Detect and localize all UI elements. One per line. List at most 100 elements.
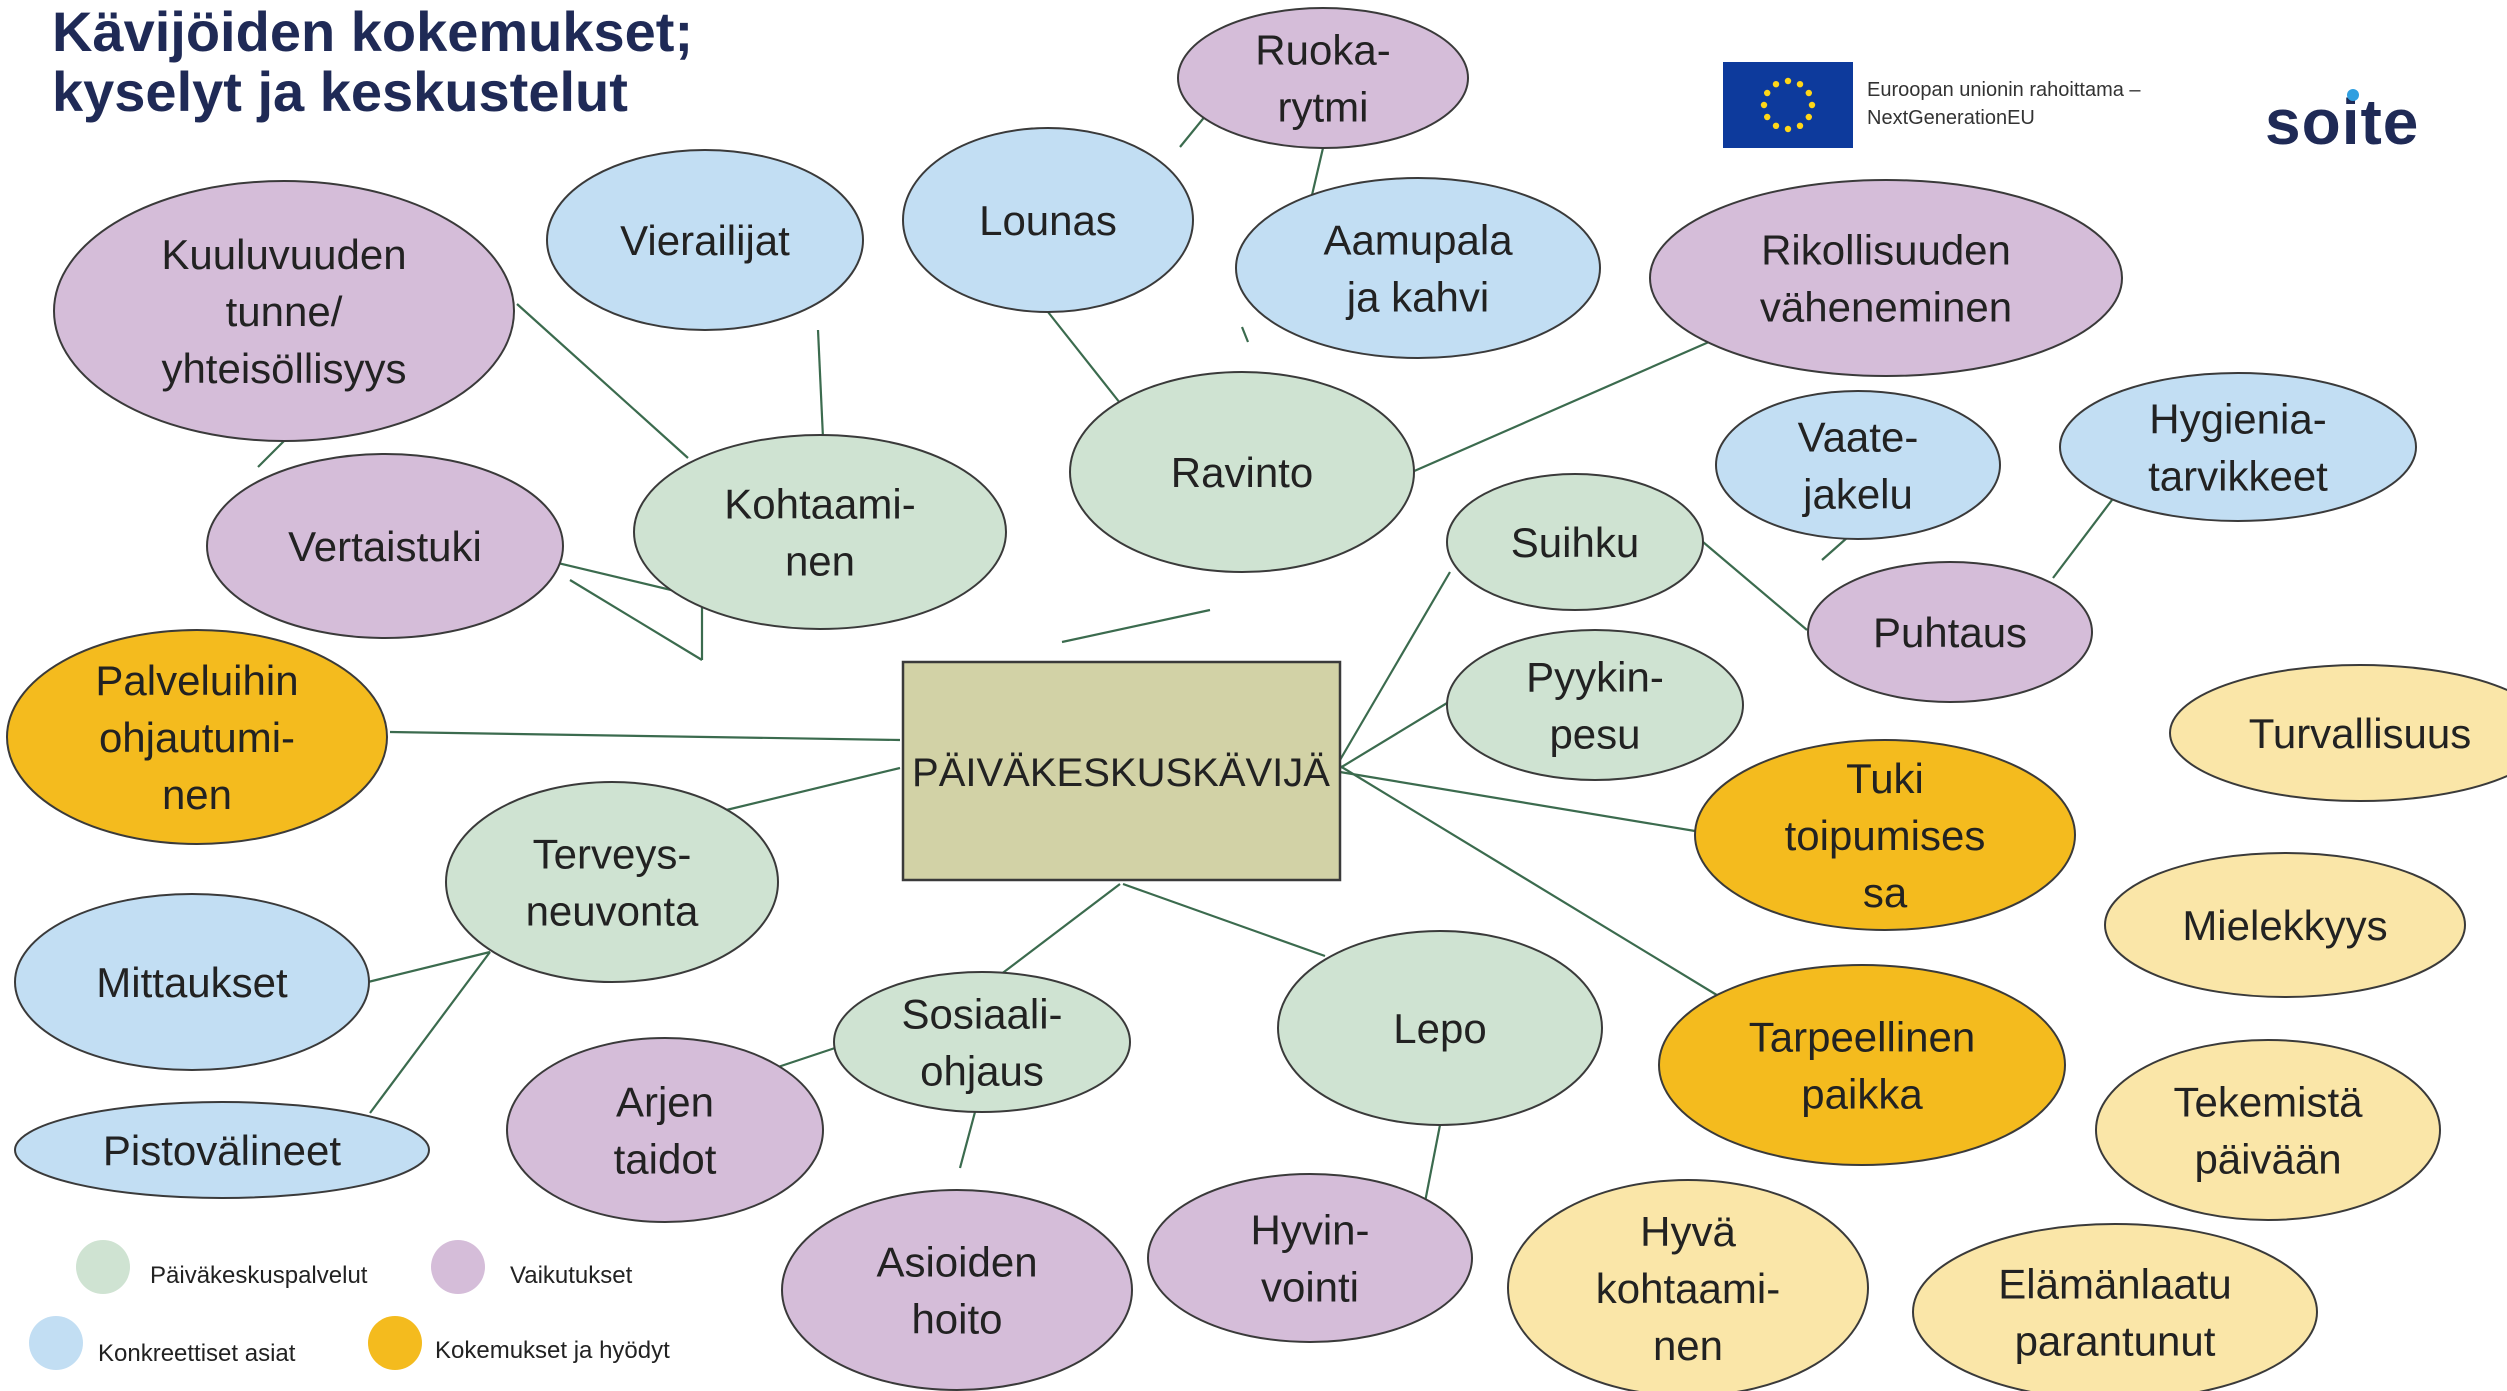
- node-kohtaaminen: Kohtaami-nen: [633, 434, 1007, 630]
- node-lepo: Lepo: [1277, 930, 1603, 1126]
- node-ravinto: Ravinto: [1069, 371, 1415, 573]
- node-ellipse: [1277, 930, 1603, 1126]
- node-ellipse: [902, 127, 1194, 313]
- node-label: väheneminen: [1760, 284, 2012, 331]
- node-ellipse: [833, 971, 1131, 1113]
- node-label: Mielekkyys: [2182, 902, 2387, 949]
- node-label: paikka: [1801, 1071, 1923, 1118]
- legend-label: Konkreettiset asiat: [98, 1340, 296, 1367]
- node-label: Tarpeellinen: [1749, 1014, 1976, 1061]
- node-label: Vaate-: [1798, 414, 1919, 461]
- node-ellipse: [1147, 1173, 1473, 1343]
- node-label: Pyykin-: [1526, 654, 1664, 701]
- node-ellipse: [1177, 7, 1469, 149]
- node-puhtaus: Puhtaus: [1807, 561, 2093, 703]
- node-ellipse: [445, 781, 779, 983]
- node-label: Mittaukset: [96, 959, 288, 1006]
- legend-swatch: [368, 1316, 422, 1370]
- node-label: Arjen: [616, 1079, 714, 1126]
- node-ellipse: [2059, 372, 2417, 522]
- node-label: ja kahvi: [1345, 274, 1489, 321]
- node-label: neuvonta: [526, 888, 699, 935]
- connector-line: [816, 329, 825, 439]
- node-ellipse: [1235, 177, 1601, 359]
- center-label: PÄIVÄKESKUSKÄVIJÄ: [912, 751, 1330, 795]
- node-ellipse: [633, 434, 1007, 630]
- node-label: toipumises: [1785, 812, 1986, 859]
- legend: Päiväkeskuspalvelut VaikutuksetKonkreetti…: [29, 1240, 670, 1370]
- node-tuki: Tuki toipumises sa: [1694, 739, 2076, 931]
- eu-funding-block: Euroopan unionin rahoittama – NextGenera…: [1723, 62, 2141, 148]
- legend-item: Kokemukset ja hyödyt: [368, 1316, 670, 1370]
- node-hygienia: Hygienia-tarvikkeet: [2059, 372, 2417, 522]
- node-ellipse: [6, 629, 388, 845]
- node-ellipse: [2104, 852, 2466, 998]
- legend-label: Kokemukset ja hyödyt: [435, 1337, 670, 1364]
- connector-line: [1702, 541, 1808, 631]
- node-label: Puhtaus: [1873, 609, 2027, 656]
- node-ellipse: [1694, 739, 2076, 931]
- connector-line: [1423, 1124, 1442, 1203]
- legend-label: Päiväkeskuspalvelut: [150, 1262, 368, 1289]
- node-ellipse: [14, 1101, 430, 1199]
- eu-text-line-2: NextGenerationEU: [1867, 107, 2035, 129]
- node-label: pesu: [1549, 711, 1640, 758]
- node-label: Lepo: [1393, 1005, 1486, 1052]
- node-ellipse: [546, 149, 864, 331]
- connector-line: [1240, 326, 1250, 343]
- node-sosiaaliohjaus: Sosiaali-ohjaus: [833, 971, 1131, 1113]
- connector-line: [1310, 147, 1325, 196]
- node-ellipse: [1507, 1179, 1869, 1391]
- node-label: parantunut: [2015, 1318, 2216, 1365]
- node-label: Hyvä: [1640, 1208, 1736, 1255]
- legend-item: Vaikutukset: [431, 1240, 633, 1294]
- node-label: sa: [1863, 869, 1908, 916]
- node-label: Asioiden: [876, 1239, 1037, 1286]
- node-tarpeellinen: Tarpeellinen paikka: [1658, 964, 2066, 1166]
- connector-line: [1821, 536, 1849, 561]
- node-label: Tuki: [1846, 755, 1924, 802]
- eu-text-line-1: Euroopan unionin rahoittama –: [1867, 79, 2141, 101]
- node-suihku: Suihku: [1446, 473, 1704, 611]
- connector-line: [516, 303, 689, 459]
- connector-line: [1339, 765, 1726, 1001]
- center-node: PÄIVÄKESKUSKÄVIJÄ: [901, 660, 1342, 882]
- node-label: vointi: [1261, 1264, 1359, 1311]
- node-label: yhteisöllisyys: [161, 345, 406, 392]
- node-label: ohjaus: [920, 1048, 1044, 1095]
- node-label: Turvallisuus: [2249, 710, 2472, 757]
- node-hyvinvointi: Hyvin-vointi: [1147, 1173, 1473, 1343]
- node-label: päivään: [2194, 1136, 2341, 1183]
- node-label: Ruoka-: [1255, 27, 1390, 74]
- node-ellipse: [1446, 473, 1704, 611]
- node-ellipse: [506, 1037, 824, 1223]
- node-pyykinpesu: Pyykin-pesu: [1446, 629, 1744, 781]
- node-ellipse: [1069, 371, 1415, 573]
- connector-line: [257, 440, 285, 468]
- legend-swatch: [29, 1316, 83, 1370]
- node-ellipse: [1807, 561, 2093, 703]
- connector-line: [1339, 770, 1696, 833]
- node-label: Vierailijat: [620, 217, 790, 264]
- node-label: Lounas: [979, 197, 1117, 244]
- node-label: nen: [162, 771, 232, 818]
- connector-line: [2052, 499, 2113, 579]
- connector-line: [717, 766, 901, 814]
- node-label: Kohtaami-: [724, 481, 915, 528]
- node-label: tunne/: [226, 288, 343, 335]
- node-ellipse: [2095, 1039, 2441, 1221]
- connector-line: [569, 579, 703, 661]
- node-label: Sosiaali-: [901, 991, 1062, 1038]
- node-vaatejakelu: Vaate-jakelu: [1715, 390, 2001, 540]
- node-label: Ravinto: [1171, 449, 1313, 496]
- node-label: Terveys-: [533, 831, 692, 878]
- soite-logo: soite: [2265, 86, 2420, 158]
- node-label: rytmi: [1278, 84, 1369, 131]
